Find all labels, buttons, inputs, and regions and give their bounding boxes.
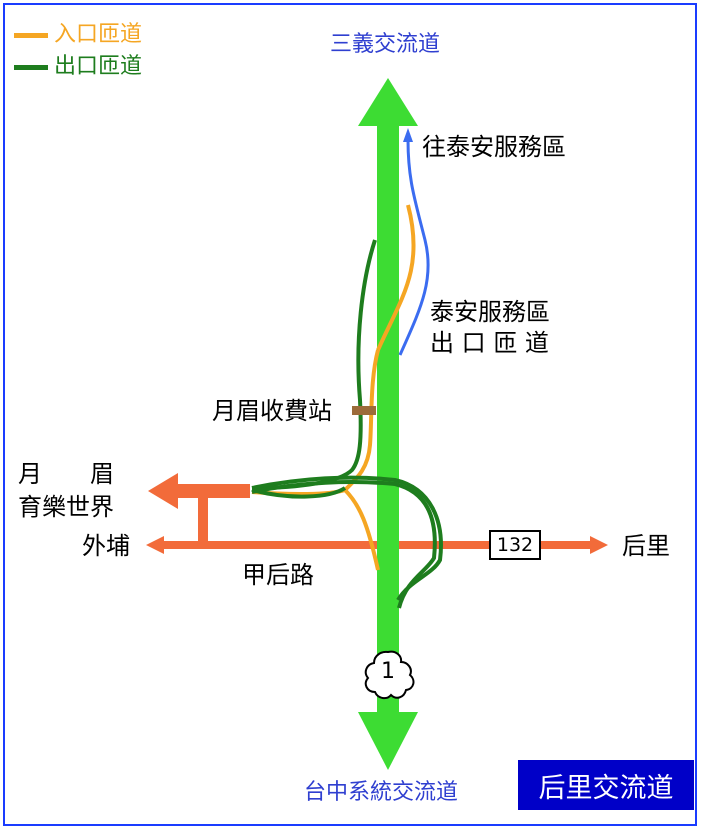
provincial-route-shield: 132: [489, 530, 541, 560]
legend-exit-swatch: [14, 64, 48, 70]
service-area-ramp: [398, 128, 430, 356]
label-yuemei: 月 眉: [18, 460, 114, 488]
freeway-arrow-north: [358, 78, 418, 126]
legend-exit: 出口匝道: [14, 56, 142, 78]
freeway-number: 1: [381, 658, 395, 684]
freeway-mainline: [377, 120, 399, 720]
freeway-shield-icon: [364, 650, 415, 700]
legend-exit-label: 出口匝道: [54, 54, 143, 79]
label-service-area: 往泰安服務區: [422, 133, 566, 161]
arrow-west-bottom: [146, 536, 164, 554]
diagram-frame: [3, 3, 697, 826]
freeway-1: [358, 78, 418, 770]
exit-ramps: [251, 239, 443, 609]
label-leisure-world: 育樂世界: [18, 493, 114, 521]
legend-entrance-label: 入口匝道: [54, 22, 143, 47]
toll-station-marker: [352, 406, 376, 415]
legend-entrance: 入口匝道: [14, 24, 142, 46]
label-toll-station: 月眉收費站: [212, 397, 332, 425]
label-jiahou-road: 甲后路: [242, 561, 314, 589]
road-yuemei-spur: [170, 484, 250, 498]
road-connector-vertical: [198, 491, 208, 547]
legend-entrance-swatch: [14, 32, 48, 38]
label-service-exit-line2: 出 口 匝 道: [430, 329, 549, 357]
arrow-west-top: [148, 473, 178, 509]
arrow-east: [590, 536, 608, 554]
road-jiahou: [160, 541, 592, 549]
label-waipu: 外埔: [82, 532, 130, 560]
label-service-exit-line1: 泰安服務區: [430, 298, 550, 326]
label-houli: 后里: [622, 532, 670, 560]
label-south: 台中系統交流道: [304, 780, 459, 805]
freeway-arrow-south: [358, 712, 418, 770]
entrance-ramps: [251, 204, 416, 571]
label-north: 三義交流道: [330, 32, 441, 57]
interchange-title: 后里交流道: [518, 760, 694, 810]
local-roads: [146, 473, 608, 554]
